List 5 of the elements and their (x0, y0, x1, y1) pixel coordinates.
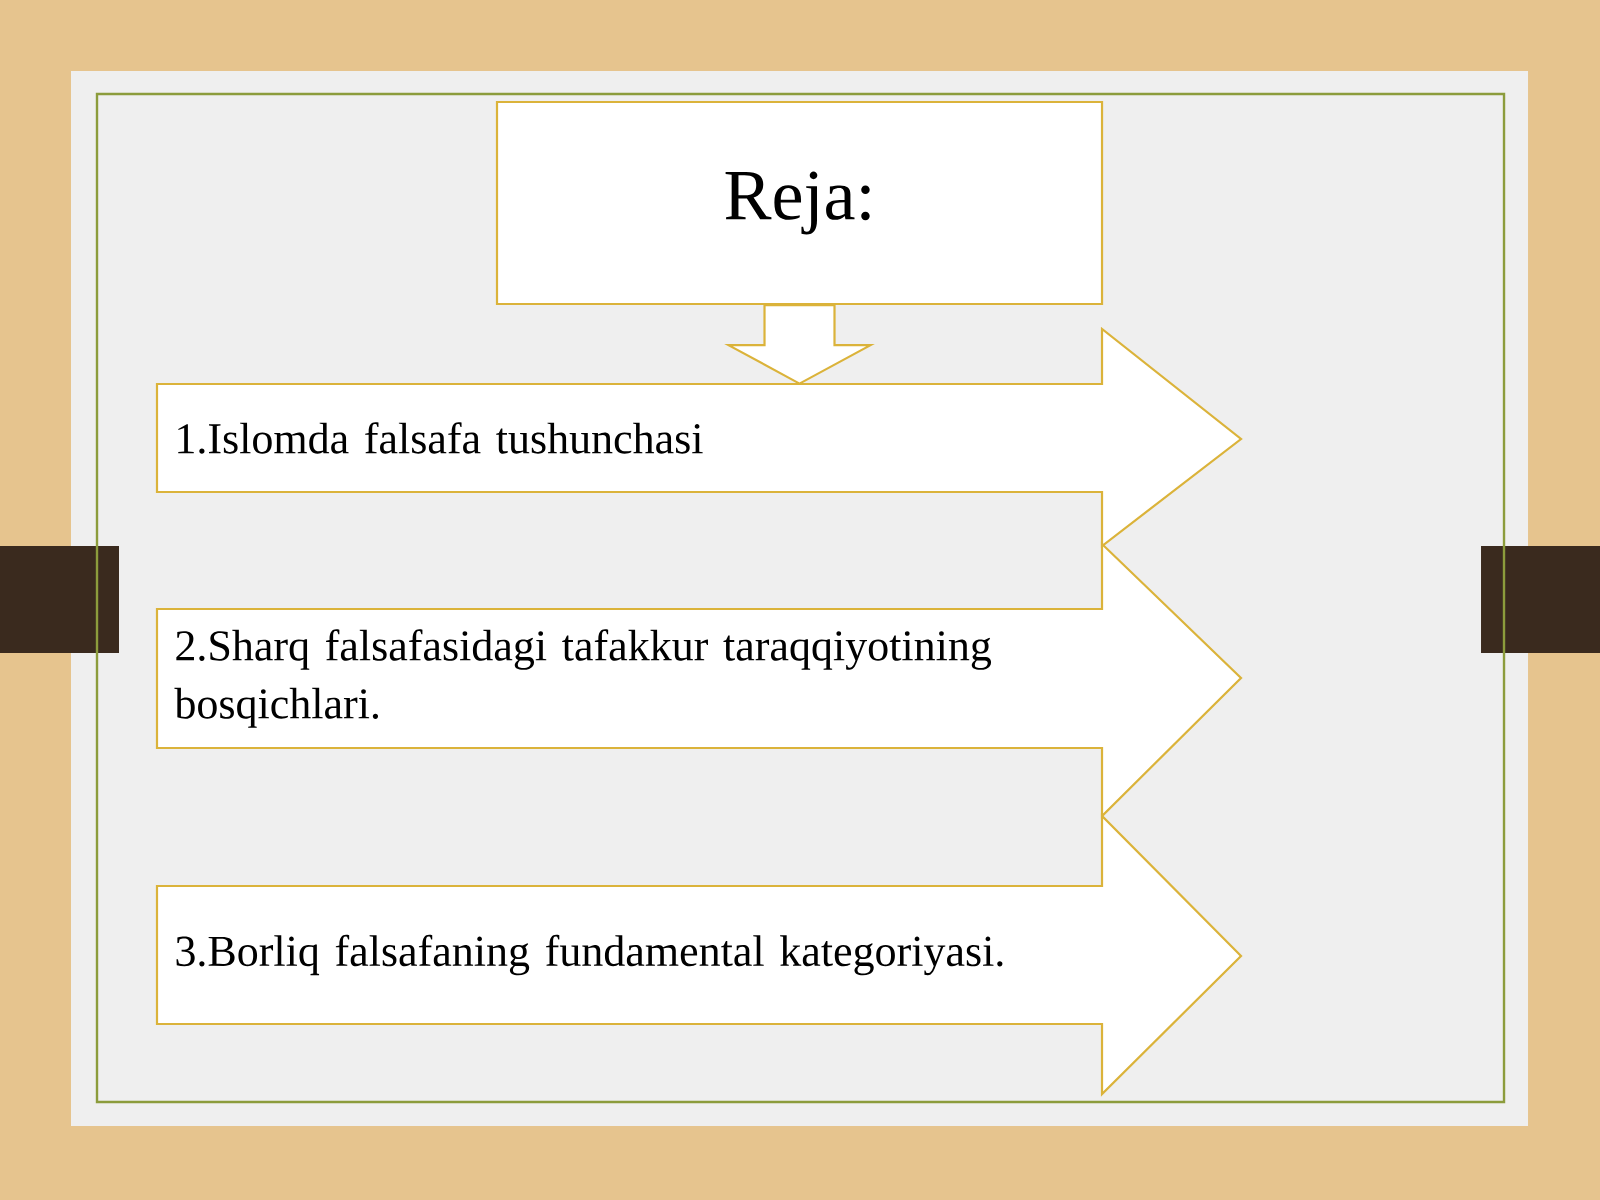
title-box: Reja: (495, 100, 1104, 306)
arrow-box: 2.Sharq falsafasidagi tafakkur taraqqiyotining bosqichlari. (155, 541, 1243, 819)
arrow-box: 1.Islomda falsafa tushunchasi (155, 326, 1243, 549)
block-arrow (724, 304, 875, 385)
arrow-box: 3.Borliq falsafaning fundamental kategoriyasi. (155, 813, 1243, 1097)
